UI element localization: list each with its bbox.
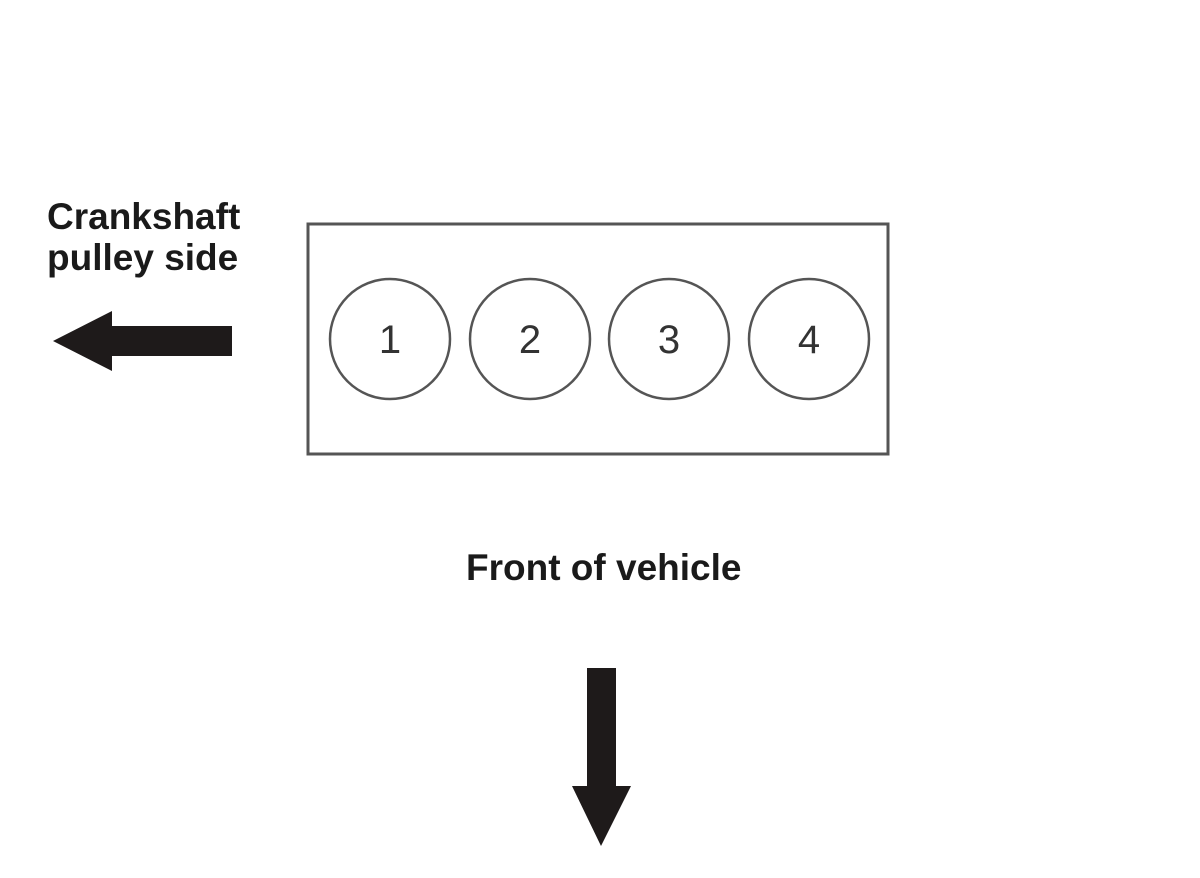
cylinder-number-3: 3 (658, 318, 680, 362)
cylinder-2: 2 (468, 277, 592, 401)
cylinder-4: 4 (747, 277, 871, 401)
engine-block-outline (306, 222, 890, 456)
crankshaft-pulley-side-label: Crankshaft pulley side (47, 196, 240, 278)
crankshaft-label-line-2: pulley side (47, 237, 239, 278)
cylinder-3: 3 (607, 277, 731, 401)
cylinder-number-1: 1 (379, 318, 401, 362)
cylinder-number-2: 2 (519, 318, 541, 362)
front-of-vehicle-label: Front of vehicle (466, 547, 742, 588)
cylinder-number-4: 4 (798, 318, 820, 362)
cylinder-1: 1 (328, 277, 452, 401)
crankshaft-label-line-1: Crankshaft (47, 196, 241, 237)
arrow-down-icon (572, 668, 631, 846)
arrow-left-icon (53, 311, 232, 371)
